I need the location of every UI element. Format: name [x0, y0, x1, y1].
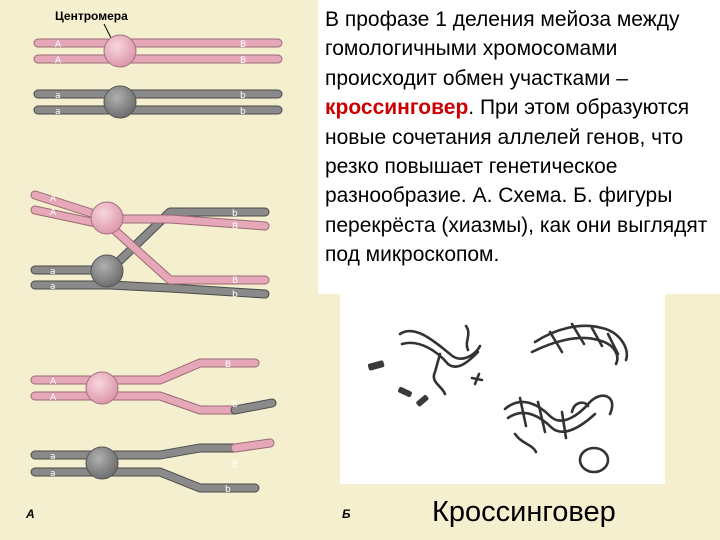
centromere-gray — [90, 254, 124, 288]
chromosome-pair-after-crossing: A A B b a a B b — [30, 358, 277, 495]
gene-label: b — [240, 91, 246, 101]
gene-label: b — [225, 485, 231, 495]
gene-label: A — [50, 393, 57, 403]
centromere-pink — [90, 201, 124, 235]
gene-label: b — [232, 400, 238, 410]
bottom-caption: Кроссинговер — [432, 496, 616, 528]
chromosome-pair-chiasma: A A b B a a B b — [30, 190, 270, 300]
microscope-image — [340, 294, 665, 484]
centromere-pink — [103, 34, 137, 68]
gene-label: A — [50, 377, 57, 387]
gene-label: B — [232, 276, 238, 286]
gene-label: B — [225, 360, 231, 370]
gene-label: b — [232, 209, 238, 219]
gene-label: a — [50, 452, 56, 462]
gene-label: a — [55, 107, 61, 117]
panel-a-label: А — [25, 507, 35, 521]
centromere-gray — [85, 446, 119, 480]
gene-label: B — [240, 56, 246, 66]
panel-b-label: Б — [342, 507, 351, 521]
gene-label: a — [50, 282, 56, 292]
chiasma-figures — [367, 322, 629, 474]
gene-label: A — [50, 194, 57, 204]
description-text-box: В профазе 1 деления мейоза между гомолог… — [318, 0, 720, 294]
centromere-pink — [85, 371, 119, 405]
gene-label: B — [240, 40, 246, 50]
gene-label: a — [50, 469, 56, 479]
crossing-over-highlight: кроссинговер — [325, 96, 469, 120]
gene-label: a — [50, 267, 56, 277]
gene-label: b — [232, 290, 238, 300]
gene-label: B — [232, 460, 238, 470]
gene-label: A — [55, 56, 62, 66]
description-text-part1: В профазе 1 деления мейоза между гомолог… — [325, 8, 680, 90]
description-text-part2: . При этом образуются новые сочетания ал… — [325, 96, 708, 267]
gene-label: A — [55, 40, 62, 50]
centromere-label: Центромера — [55, 9, 128, 23]
chromosome-pair-before-crossing: A A B B a a b b — [33, 34, 283, 119]
centromere-pointer — [103, 23, 113, 41]
centromere-gray — [103, 85, 137, 119]
gene-label: b — [240, 107, 246, 117]
gene-label: a — [55, 91, 61, 101]
gene-label: A — [50, 208, 57, 218]
gene-label: B — [232, 222, 238, 232]
